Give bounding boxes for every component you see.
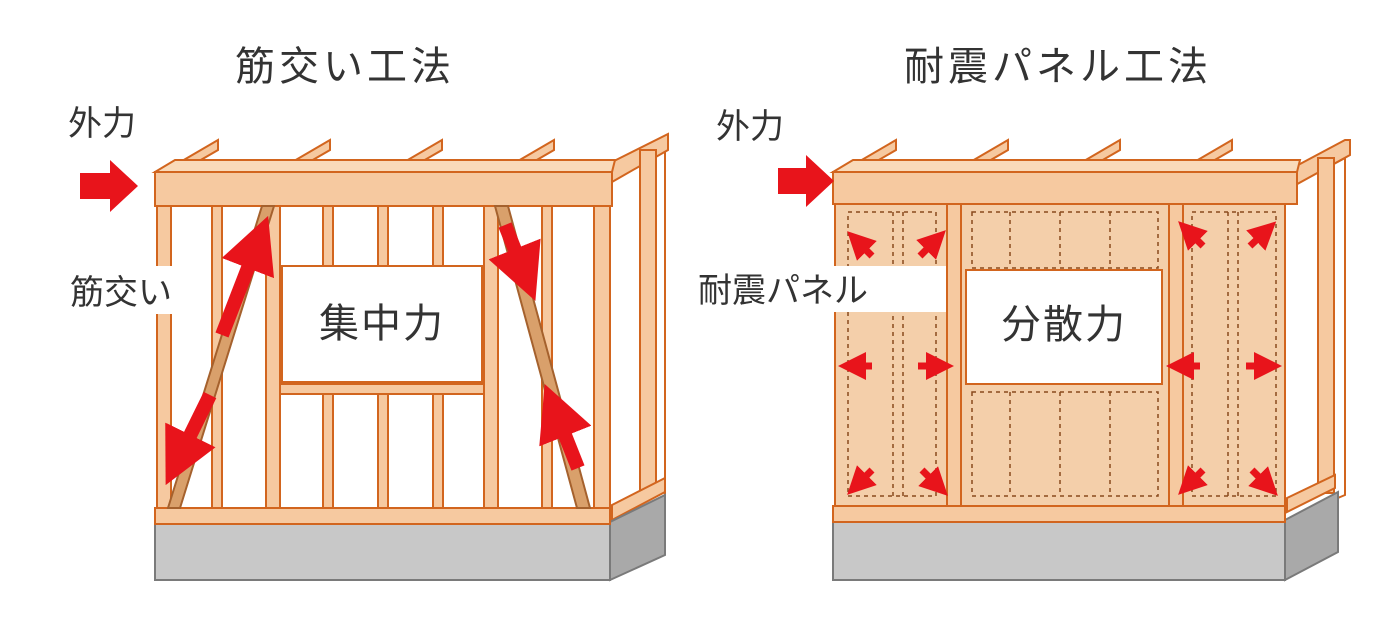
arrow-icon xyxy=(1178,221,1208,251)
right-member-label: 耐震パネル xyxy=(698,271,868,311)
arrow-icon xyxy=(165,391,217,486)
left-force-label: 外力 xyxy=(68,104,136,144)
left-external-force-arrow-icon xyxy=(80,160,138,212)
right-center-label: 分散力 xyxy=(1001,302,1127,348)
left-center-label-box xyxy=(281,265,483,383)
right-member-label-bg xyxy=(694,266,946,312)
bracing-method-diagram: 集中力 筋交い工法 外力 筋交い xyxy=(68,44,669,582)
left-side-wall xyxy=(608,132,669,527)
arrow-icon xyxy=(215,215,275,338)
concentrated-force-arrows xyxy=(165,215,592,486)
dispersed-force-arrows xyxy=(838,221,1282,496)
seismic-panel-method-diagram: 分散力 耐震パネル工法 外力 耐震パネル xyxy=(694,44,1351,582)
arrow-icon xyxy=(539,383,592,471)
right-bottom-sill xyxy=(832,505,1286,523)
right-external-force-arrow-icon xyxy=(778,155,834,207)
arrow-icon xyxy=(1246,221,1277,251)
arrow-icon xyxy=(1178,465,1208,495)
right-top-plate xyxy=(829,159,1302,205)
left-top-plate xyxy=(151,159,617,207)
left-foundation xyxy=(154,493,666,582)
arrow-icon xyxy=(918,466,948,496)
right-center-label-box xyxy=(965,269,1163,385)
left-title: 筋交い工法 xyxy=(235,44,455,90)
right-force-label: 外力 xyxy=(716,107,784,147)
left-blocking xyxy=(279,383,485,395)
arrow-icon xyxy=(847,231,877,261)
left-member-label-bg xyxy=(68,266,208,314)
arrow-icon xyxy=(916,230,946,260)
arrow-icon xyxy=(488,222,541,301)
left-center-label: 集中力 xyxy=(319,301,445,347)
left-bottom-sill xyxy=(154,507,611,525)
arrow-icon xyxy=(1248,466,1278,496)
arrow-icon xyxy=(847,465,877,495)
left-member-label: 筋交い xyxy=(70,273,172,313)
right-title: 耐震パネル工法 xyxy=(904,44,1212,90)
right-foundation xyxy=(832,490,1339,582)
